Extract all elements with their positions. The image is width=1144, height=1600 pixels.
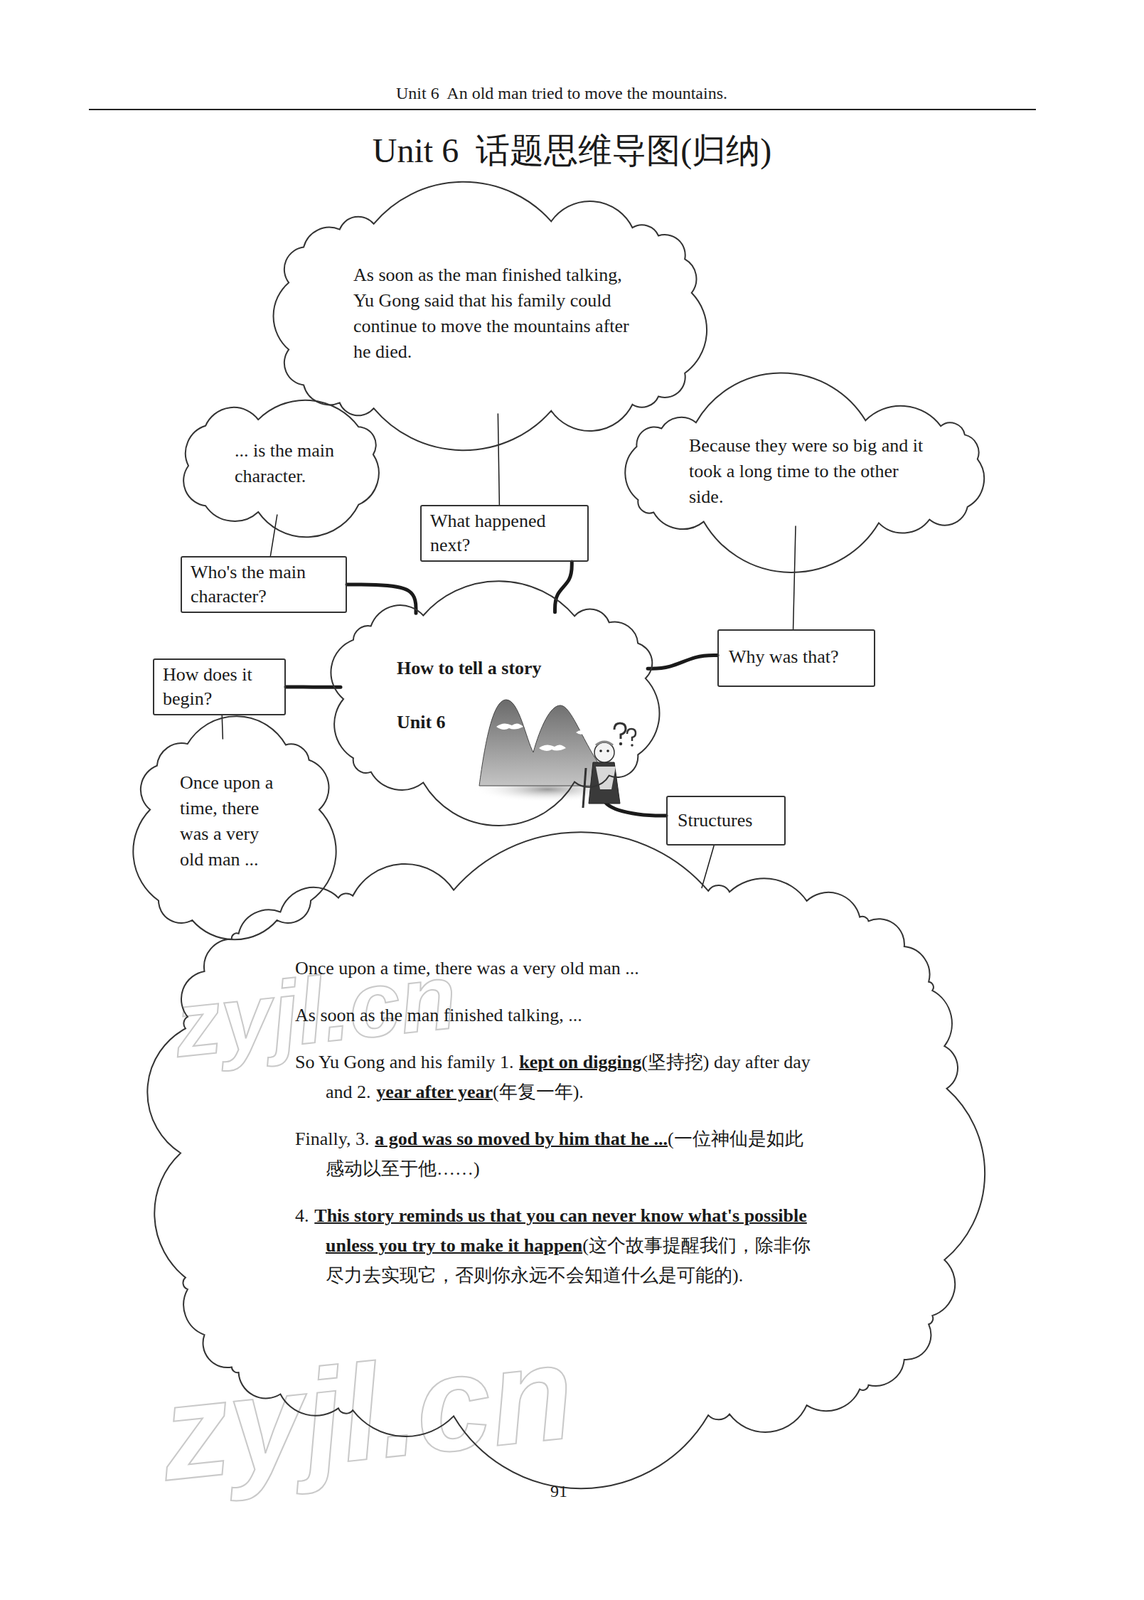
node-text: How to tell a story	[396, 655, 639, 682]
watermark: zyjl.cn	[153, 1289, 807, 1511]
node-text: Why was that?	[728, 644, 864, 670]
cloud-wisp	[496, 723, 524, 730]
node-text: How does it begin?	[162, 662, 276, 712]
answer-text: kept on digging	[519, 1051, 642, 1073]
page-title: Unit 6 话题思维导图(归纳)	[0, 127, 1144, 174]
old-man-beard	[595, 766, 616, 790]
old-man-body	[588, 762, 620, 804]
node-text: Who's the main character?	[190, 560, 338, 609]
answer-text: year after year	[376, 1081, 493, 1103]
cloud-outline-path	[132, 715, 336, 940]
answer-cloud: ... is the main character.	[181, 412, 381, 520]
old-man-head	[594, 742, 615, 763]
old-man-eye	[599, 749, 603, 753]
question-box: Why was that?	[717, 629, 876, 687]
structure-line: Once upon a time, there was a very old m…	[295, 953, 822, 984]
cloud-wisp	[575, 730, 596, 735]
node-text: Once upon a time, there was a very old m…	[179, 770, 279, 873]
answer-cloud: Once upon a time, there was a very old m…	[142, 734, 327, 929]
node-text: So Yu Gong and his family 1.	[295, 1051, 514, 1073]
branch-connector	[285, 685, 341, 689]
branch-connector	[346, 584, 416, 613]
question-mark	[614, 723, 626, 739]
page-number: 91	[523, 1481, 595, 1501]
branch-connector	[555, 561, 573, 613]
answer-cloud: Because they were so big and it took a l…	[627, 413, 985, 531]
walking-stick	[583, 767, 586, 808]
leader-connector	[701, 845, 714, 889]
node-text: 4.	[295, 1205, 310, 1226]
running-header: Unit 6 An old man tried to move the moun…	[0, 83, 1124, 104]
cloud-outline-path	[624, 373, 985, 573]
question-mark-dot	[630, 743, 634, 747]
cloud-outline-path	[147, 831, 985, 1489]
mountain-illustration	[469, 682, 640, 818]
question-box: How does it begin?	[152, 658, 286, 716]
structure-line: So Yu Gong and his family 1.kept on digg…	[295, 1047, 822, 1108]
cloud-outline-path	[330, 580, 660, 826]
node-text: As soon as the man finished talking, Yu …	[353, 262, 632, 365]
old-man-hair	[595, 741, 613, 746]
leader-connector	[497, 413, 500, 505]
cloud-outline-path	[183, 400, 379, 538]
leader-connector	[221, 715, 223, 739]
question-mark	[627, 728, 636, 741]
leader-connector	[793, 526, 796, 630]
old-man-eye	[606, 749, 610, 753]
question-box: Structures	[666, 795, 786, 846]
node-text: As soon as the man finished talking, ...	[295, 1004, 583, 1026]
branch-connector	[647, 654, 718, 669]
structure-line: Finally, 3.a god was so moved by him tha…	[295, 1124, 822, 1184]
header-rule	[88, 108, 1036, 111]
question-mark-dot	[619, 742, 623, 746]
node-text: What happened next?	[430, 509, 579, 558]
center-cloud: How to tell a storyUnit 6	[336, 607, 653, 791]
node-text: Finally, 3.	[295, 1128, 370, 1149]
answer-text: a god was so moved by him that he ...	[374, 1128, 668, 1149]
node-text: (年复一年).	[492, 1081, 584, 1103]
cloud-outline	[336, 607, 653, 791]
node-text: Unit 6	[396, 709, 639, 736]
question-box: What happened next?	[420, 504, 589, 562]
cloud-outline-path	[273, 182, 708, 451]
node-text: Once upon a time, there was a very old m…	[295, 957, 640, 979]
node-text: Because they were so big and it took a l…	[688, 432, 924, 510]
answer-cloud: As soon as the man finished talking, Yu …	[280, 214, 699, 419]
structure-line: 4.This story reminds us that you can nev…	[295, 1200, 822, 1291]
node-text: Structures	[677, 808, 775, 833]
cloud-wisp	[538, 744, 566, 751]
leader-connector	[270, 514, 277, 557]
structure-cloud: Once upon a time, there was a very old m…	[173, 882, 955, 1424]
question-box: Who's the main character?	[180, 556, 347, 613]
node-text: ... is the main character.	[234, 437, 363, 490]
structure-line: As soon as the man finished talking, ...	[295, 1000, 822, 1031]
